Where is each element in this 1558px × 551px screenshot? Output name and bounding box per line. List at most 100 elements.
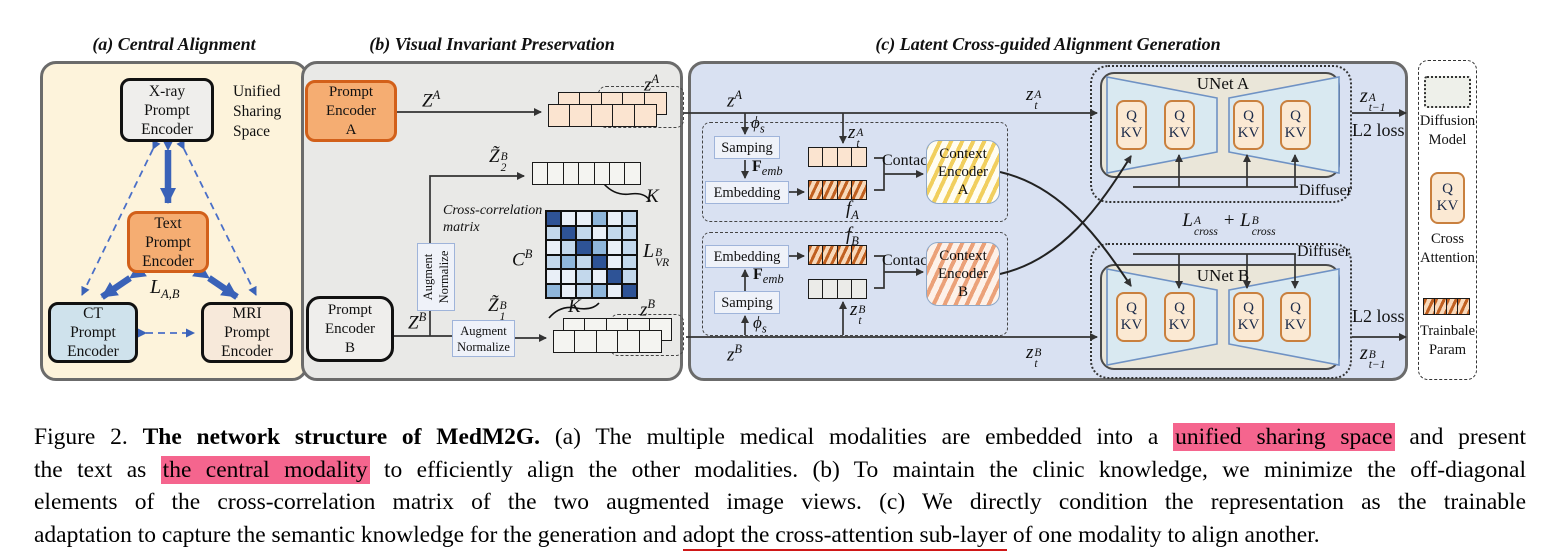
matrix-cell <box>607 255 621 268</box>
matrix-cell <box>592 270 606 283</box>
matrix-cell <box>547 255 561 268</box>
matrix-cell <box>607 284 621 297</box>
underline-cross-attention-sublayer: adopt the cross-attention sub-layer <box>682 521 1007 551</box>
unet-b-label: UNet B <box>1196 266 1250 285</box>
adapter-box-b <box>702 232 1008 336</box>
token-square <box>595 330 619 353</box>
prompt-encoder-a: Prompt Encoder A <box>305 80 397 142</box>
matrix-cell <box>562 241 576 254</box>
math-zB-row: zB <box>640 297 656 321</box>
math-K-bottom: K <box>568 296 581 317</box>
matrix-cell <box>577 226 591 239</box>
math-phis-a: ϕs <box>751 113 765 136</box>
matrix-cell <box>547 270 561 283</box>
k-brace-bottom <box>548 302 600 319</box>
matrix-cell <box>622 270 636 283</box>
token-square <box>553 330 576 353</box>
math-phis-b: ϕs <box>753 313 767 336</box>
cross-correlation-label: Cross-correlation matrix <box>443 203 543 235</box>
caption-line-4: adaptation to capture the semantic knowl… <box>34 519 1526 551</box>
k-brace-top <box>603 183 651 202</box>
legend-cross-attention: Cross Attention <box>1420 231 1475 266</box>
matrix-cell <box>622 284 636 297</box>
matrix-cell <box>622 241 636 254</box>
token-square <box>624 162 642 185</box>
token-square <box>617 330 641 353</box>
token-square <box>612 104 636 127</box>
diffuser-box-a <box>1090 65 1352 203</box>
token-row-zA-front <box>548 104 657 127</box>
legend-trainable-param: Trainbale Param <box>1419 323 1476 358</box>
matrix-cell <box>547 226 561 239</box>
matrix-cell <box>622 212 636 225</box>
legend-diffusion-model: Diffusion Model <box>1419 113 1476 148</box>
matrix-cell <box>592 284 606 297</box>
xray-prompt-encoder: X-ray Prompt Encoder <box>120 78 214 142</box>
math-femb-a: Femb <box>752 158 783 179</box>
caption-line-3: elements of the cross-correlation matrix… <box>34 489 1526 515</box>
loss-lab: LA,B <box>150 276 180 301</box>
embedding-box-b: Embedding <box>705 245 789 268</box>
matrix-cell <box>592 212 606 225</box>
matrix-cell <box>562 284 576 297</box>
token-row-ztA <box>808 147 868 167</box>
matrix-cell <box>577 241 591 254</box>
panel-b-title: (b) Visual Invariant Preservation <box>369 34 615 54</box>
token-row-Z2B <box>532 162 642 185</box>
math-K-top: K <box>646 186 659 207</box>
matrix-cell <box>622 226 636 239</box>
cross-correlation-matrix <box>545 210 638 299</box>
augment-normalize-horizontal: Augment Normalize <box>452 320 515 357</box>
matrix-cell <box>592 226 606 239</box>
matrix-cell <box>562 226 576 239</box>
samping-box-b: Samping <box>714 291 780 314</box>
matrix-cell <box>607 226 621 239</box>
embedding-box-a: Embedding <box>705 181 789 204</box>
math-femb-b: Femb <box>753 266 784 287</box>
matrix-cell <box>607 270 621 283</box>
token-square <box>851 180 868 200</box>
token-square <box>1457 298 1471 315</box>
math-ZB: ZB <box>408 310 427 334</box>
token-row-fA <box>808 180 868 200</box>
l2-loss-b: L2 loss <box>1352 306 1405 326</box>
token-row-zB-front <box>553 330 662 353</box>
matrix-cell <box>547 241 561 254</box>
matrix-cell <box>577 255 591 268</box>
ct-prompt-encoder: CT Prompt Encoder <box>48 302 138 363</box>
contact-label-a: Contact <box>882 152 932 169</box>
adapter-box-a <box>702 122 1008 222</box>
matrix-cell <box>607 241 621 254</box>
matrix-cell <box>562 212 576 225</box>
augment-normalize-vertical: Augment Normalize <box>417 243 455 311</box>
unified-sharing-space-label: Unified Sharing Space <box>233 83 282 140</box>
contact-label-b: Contact <box>882 252 932 269</box>
math-zB-c: zB <box>727 342 743 366</box>
math-zA-row: zA <box>644 72 660 96</box>
matrix-cell <box>562 270 576 283</box>
matrix-cell <box>607 212 621 225</box>
token-row-ztB <box>808 279 868 299</box>
diffuser-label-b: Diffuser <box>1297 243 1351 260</box>
matrix-cell <box>547 212 561 225</box>
math-CB: CB <box>512 247 533 271</box>
token-square <box>851 279 868 299</box>
highlight-unified-sharing-space: unified sharing space <box>1173 423 1395 451</box>
highlight-central-modality: the central modality <box>160 455 370 484</box>
prompt-encoder-b: Prompt Encoder B <box>306 296 394 362</box>
mri-prompt-encoder: MRI Prompt Encoder <box>201 302 293 363</box>
token-square <box>851 147 868 167</box>
text-prompt-encoder: Text Prompt Encoder <box>127 211 209 273</box>
math-zA-c: zA <box>727 88 743 112</box>
